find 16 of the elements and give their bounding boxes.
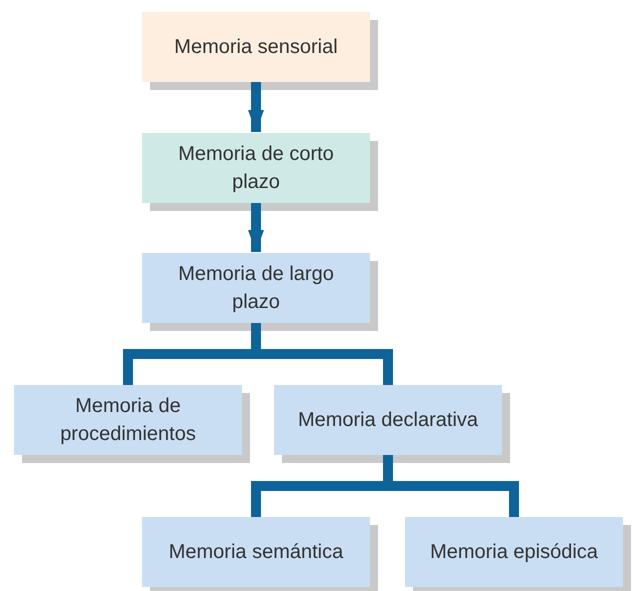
memory-box [142,517,370,587]
box-label: Memoria declarativa [298,408,478,433]
memory-box [142,133,370,203]
memory-box [405,517,623,587]
box-label: Memoria semántica [168,540,344,565]
box-label: Memoria de corto plazo [177,142,335,195]
arrow [248,203,264,252]
box-label: Memoria de largo plazo [177,262,335,315]
box-label: Memoria de procedimientos [59,394,197,447]
memory-box [14,385,242,455]
box-label: Memoria sensorial [174,35,338,60]
box-label: Memoria episódica [430,540,598,565]
memory-box [274,385,502,455]
memory-box [142,12,370,82]
arrow [248,82,264,132]
memory-box [142,253,370,323]
